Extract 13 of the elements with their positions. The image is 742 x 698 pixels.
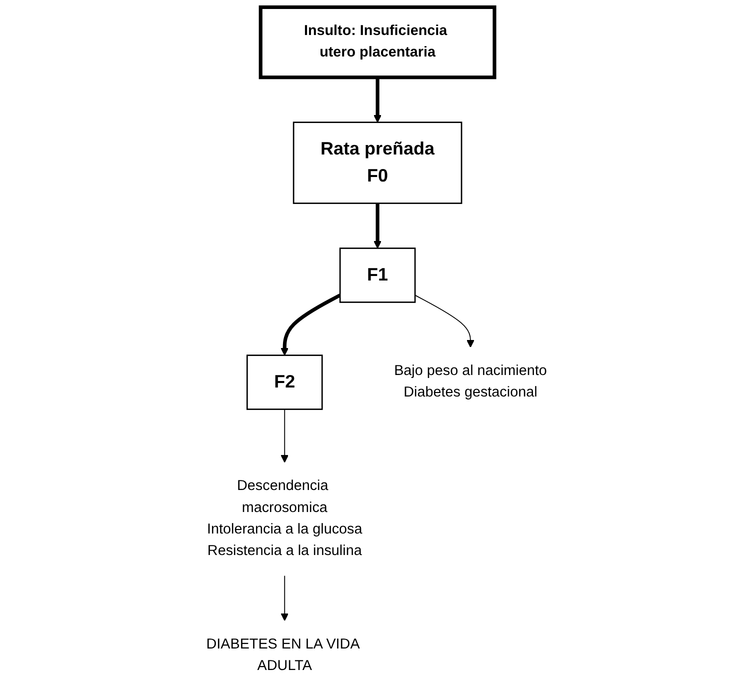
arrow xyxy=(280,575,289,621)
arrow xyxy=(280,408,289,463)
arrow xyxy=(374,77,382,123)
node-box: Rata preñada F0 xyxy=(293,122,462,204)
node-box: F1 xyxy=(340,248,416,303)
node-box: Insulto: Insuficiencia utero placentaria xyxy=(259,5,496,80)
arrow xyxy=(374,203,382,249)
arrow xyxy=(414,294,475,348)
node-text: DIABETES EN LA VIDA ADULTA xyxy=(206,636,360,674)
arrow xyxy=(280,294,342,356)
node-text: Descendencia macrosomica Intolerancia a la glucosa Resistencia a la insulina xyxy=(207,478,362,559)
node-box: F2 xyxy=(246,354,323,410)
node-text: Bajo peso al nacimiento Diabetes gestacional xyxy=(394,363,548,400)
